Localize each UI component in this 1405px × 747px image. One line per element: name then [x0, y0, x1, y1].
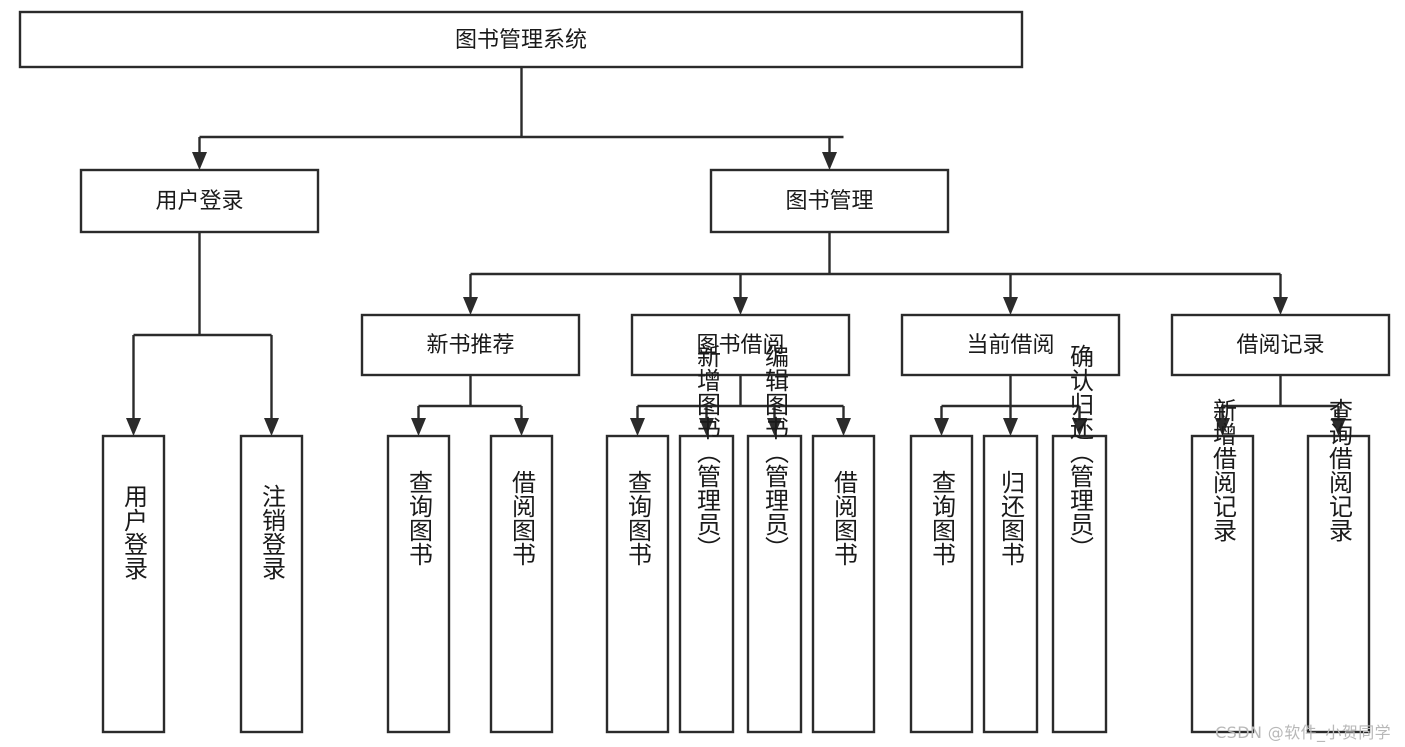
- node-leaf-borrow-book-1-label: 借阅图书: [508, 470, 536, 566]
- node-leaf-edit-book-box[interactable]: [746, 434, 803, 734]
- node-leaf-add-record-box[interactable]: [1190, 434, 1255, 734]
- node-leaf-query-book-1-box[interactable]: [386, 434, 451, 734]
- arrowhead-leaf-user-logout: [264, 418, 279, 436]
- arrowhead-leaf-edit-book: [767, 418, 782, 436]
- node-borrow-box[interactable]: [630, 313, 851, 377]
- arrowhead-newbook: [463, 297, 478, 315]
- connector-layer: [126, 67, 1346, 436]
- node-newbook-label: 新书推荐: [426, 333, 514, 358]
- arrowhead-leaf-return-book: [1003, 418, 1018, 436]
- node-current[interactable]: 当前借阅: [900, 313, 1121, 377]
- node-borrow[interactable]: 图书借阅: [630, 313, 851, 377]
- node-leaf-borrow-book-2-label: 借阅图书: [830, 470, 858, 566]
- node-root-label: 图书管理系统: [455, 28, 587, 53]
- node-leaf-query-book-3-box[interactable]: [909, 434, 974, 734]
- node-leaf-user-logout-label: 注销登录: [258, 484, 286, 580]
- node-leaf-user-login-label: 用户登录: [120, 484, 148, 580]
- node-login-label: 用户登录: [155, 189, 243, 214]
- node-leaf-add-record[interactable]: 新增借阅记录: [1190, 398, 1255, 734]
- node-leaf-add-record-label: 新增借阅记录: [1209, 398, 1237, 542]
- node-leaf-return-book[interactable]: 归还图书: [982, 434, 1039, 734]
- node-leaf-return-book-label: 归还图书: [997, 470, 1025, 566]
- node-records[interactable]: 借阅记录: [1170, 313, 1391, 377]
- node-bookmgmt-label: 图书管理: [785, 189, 873, 214]
- node-leaf-confirm-return[interactable]: 确认归还（管理员）: [1051, 344, 1108, 734]
- node-newbook[interactable]: 新书推荐: [360, 313, 581, 377]
- node-current-box[interactable]: [900, 313, 1121, 377]
- node-leaf-user-logout[interactable]: 注销登录: [239, 434, 304, 734]
- node-leaf-query-book-2[interactable]: 查询图书: [605, 434, 670, 734]
- arrowhead-leaf-borrow-book-2: [836, 418, 851, 436]
- node-leaf-add-book-label: 新增图书（管理员）: [693, 344, 721, 560]
- arrowhead-borrow: [733, 297, 748, 315]
- node-root[interactable]: 图书管理系统: [18, 10, 1024, 69]
- node-leaf-return-book-box[interactable]: [982, 434, 1039, 734]
- node-records-box[interactable]: [1170, 313, 1391, 377]
- arrowhead-leaf-query-record: [1331, 418, 1346, 436]
- arrowhead-leaf-add-record: [1215, 418, 1230, 436]
- arrowhead-leaf-user-login: [126, 418, 141, 436]
- node-leaf-query-record-label: 查询借阅记录: [1325, 398, 1353, 542]
- node-leaf-query-record-box[interactable]: [1306, 434, 1371, 734]
- node-leaf-add-book[interactable]: 新增图书（管理员）: [678, 344, 735, 734]
- arrowhead-current: [1003, 297, 1018, 315]
- arrowhead-leaf-query-book-1: [411, 418, 426, 436]
- node-leaf-user-login-box[interactable]: [101, 434, 166, 734]
- node-leaf-user-logout-box[interactable]: [239, 434, 304, 734]
- node-leaf-confirm-return-label: 确认归还（管理员）: [1066, 344, 1094, 560]
- node-current-label: 当前借阅: [966, 333, 1054, 358]
- node-leaf-confirm-return-box[interactable]: [1051, 434, 1108, 734]
- node-leaf-add-book-box[interactable]: [678, 434, 735, 734]
- node-leaf-user-login[interactable]: 用户登录: [101, 434, 166, 734]
- node-leaf-borrow-book-1-box[interactable]: [489, 434, 554, 734]
- node-leaf-query-book-3[interactable]: 查询图书: [909, 434, 974, 734]
- node-newbook-box[interactable]: [360, 313, 581, 377]
- node-leaf-borrow-book-1[interactable]: 借阅图书: [489, 434, 554, 734]
- node-records-label: 借阅记录: [1236, 333, 1324, 358]
- node-leaf-borrow-book-2[interactable]: 借阅图书: [811, 434, 876, 734]
- node-leaf-edit-book-label: 编辑图书（管理员）: [761, 344, 789, 560]
- node-bookmgmt-box[interactable]: [709, 168, 950, 234]
- node-login[interactable]: 用户登录: [79, 168, 320, 234]
- arrowhead-records: [1273, 297, 1288, 315]
- arrowhead-leaf-borrow-book-1: [514, 418, 529, 436]
- node-borrow-label: 图书借阅: [696, 333, 784, 358]
- node-leaf-query-book-1-label: 查询图书: [405, 470, 433, 566]
- arrowhead-leaf-confirm-return: [1072, 418, 1087, 436]
- node-leaf-query-record[interactable]: 查询借阅记录: [1306, 398, 1371, 734]
- arrowhead-login: [192, 152, 207, 170]
- node-login-box[interactable]: [79, 168, 320, 234]
- node-leaf-query-book-2-box[interactable]: [605, 434, 670, 734]
- arrowhead-leaf-query-book-3: [934, 418, 949, 436]
- node-leaf-query-book-1[interactable]: 查询图书: [386, 434, 451, 734]
- node-leaf-query-book-3-label: 查询图书: [928, 470, 956, 566]
- node-leaf-query-book-2-label: 查询图书: [624, 470, 652, 566]
- arrowhead-leaf-query-book-2: [630, 418, 645, 436]
- arrowhead-bookmgmt: [822, 152, 837, 170]
- node-root-box[interactable]: [18, 10, 1024, 69]
- node-leaf-edit-book[interactable]: 编辑图书（管理员）: [746, 344, 803, 734]
- node-bookmgmt[interactable]: 图书管理: [709, 168, 950, 234]
- arrowhead-leaf-add-book: [699, 418, 714, 436]
- node-leaf-borrow-book-2-box[interactable]: [811, 434, 876, 734]
